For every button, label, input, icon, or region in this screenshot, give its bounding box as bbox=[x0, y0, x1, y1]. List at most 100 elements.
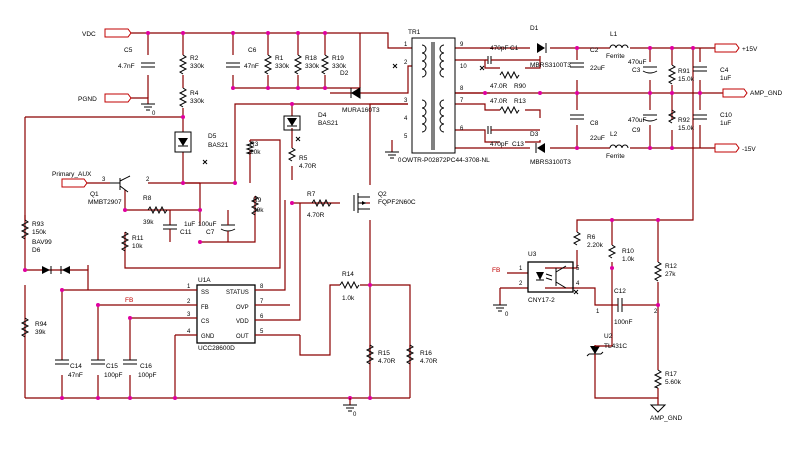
svg-text:4.7nF: 4.7nF bbox=[118, 63, 135, 70]
svg-text:6: 6 bbox=[260, 314, 264, 320]
svg-text:8: 8 bbox=[260, 284, 264, 290]
net-label-fb-left: FB bbox=[125, 297, 133, 304]
svg-text:330k: 330k bbox=[190, 98, 205, 105]
diode-d1: D1 MBRS3100T3 bbox=[530, 25, 571, 69]
net-flag-amp-gnd-top: AMP_GND bbox=[722, 88, 782, 98]
svg-text:3: 3 bbox=[404, 98, 408, 104]
svg-text:OVP: OVP bbox=[236, 305, 249, 311]
resistor-r17: R17 5.60k bbox=[653, 369, 682, 389]
svg-text:MBRS3100T3: MBRS3100T3 bbox=[530, 62, 571, 69]
svg-text:C12: C12 bbox=[614, 288, 626, 295]
svg-text:C8: C8 bbox=[590, 120, 599, 127]
svg-text:D3: D3 bbox=[530, 131, 539, 138]
svg-text:C10: C10 bbox=[720, 112, 732, 119]
net-label-fb-right: FB bbox=[492, 267, 500, 274]
svg-text:3: 3 bbox=[102, 177, 106, 183]
svg-text:1: 1 bbox=[519, 266, 523, 272]
svg-text:C16: C16 bbox=[140, 363, 152, 370]
svg-text:330k: 330k bbox=[275, 63, 290, 70]
svg-text:R91: R91 bbox=[678, 68, 690, 75]
svg-text:39k: 39k bbox=[35, 329, 46, 336]
svg-text:27k: 27k bbox=[665, 271, 676, 278]
net-flag-minus15v: -15V bbox=[714, 143, 756, 153]
svg-text:BAS21: BAS21 bbox=[318, 120, 339, 127]
svg-text:0: 0 bbox=[353, 412, 357, 418]
svg-text:10: 10 bbox=[460, 64, 467, 70]
resistor-r16: R16 4.70R bbox=[405, 344, 438, 365]
svg-text:Q1: Q1 bbox=[90, 191, 99, 198]
resistor-r91: R91 15.0k bbox=[667, 64, 695, 85]
diode-d6: D6 BAV99 bbox=[32, 239, 89, 274]
svg-text:Ferrite: Ferrite bbox=[606, 153, 625, 160]
svg-text:D2: D2 bbox=[340, 70, 349, 77]
svg-text:4.70R: 4.70R bbox=[307, 212, 325, 219]
net-flag-vdc: VDC bbox=[82, 28, 132, 38]
svg-text:R7: R7 bbox=[307, 191, 316, 198]
svg-text:1: 1 bbox=[596, 309, 600, 315]
svg-text:4: 4 bbox=[187, 329, 191, 335]
svg-text:C13: C13 bbox=[512, 141, 524, 148]
svg-text:470uF: 470uF bbox=[628, 59, 646, 66]
svg-text:2: 2 bbox=[187, 299, 191, 305]
svg-text:R19: R19 bbox=[332, 55, 344, 62]
svg-text:0: 0 bbox=[152, 111, 156, 117]
svg-text:C5: C5 bbox=[124, 47, 133, 54]
junctions bbox=[23, 31, 702, 400]
resistor-r3: R3 20k bbox=[245, 140, 261, 156]
capacitor-c2: C2 22uF bbox=[570, 47, 605, 72]
svg-text:GND: GND bbox=[201, 334, 215, 340]
svg-text:D6: D6 bbox=[32, 247, 41, 254]
capacitor-c6: C6 47nF bbox=[226, 47, 259, 70]
svg-text:1uF: 1uF bbox=[720, 75, 731, 82]
svg-text:5: 5 bbox=[576, 266, 580, 272]
svg-text:C6: C6 bbox=[248, 47, 257, 54]
svg-text:MURA160T3: MURA160T3 bbox=[342, 107, 380, 114]
capacitor-c13: C13 470pF bbox=[487, 126, 540, 148]
resistor-r94: R94 39k bbox=[20, 317, 47, 338]
diode-d5: D5 BAS21 bbox=[174, 131, 229, 153]
svg-text:1uF: 1uF bbox=[184, 221, 195, 228]
svg-text:20k: 20k bbox=[250, 149, 261, 156]
svg-text:Primary_AUX: Primary_AUX bbox=[52, 171, 92, 178]
zener-u2: U2 TL431C bbox=[586, 333, 627, 360]
svg-text:Q2: Q2 bbox=[378, 191, 387, 198]
capacitor-c15: C15 100pF bbox=[91, 359, 122, 379]
svg-text:2: 2 bbox=[146, 177, 150, 183]
svg-text:39k: 39k bbox=[143, 219, 154, 226]
svg-text:R4: R4 bbox=[190, 90, 199, 97]
svg-text:2.20k: 2.20k bbox=[587, 242, 604, 249]
ground-u3: 0 bbox=[493, 304, 509, 318]
svg-text:TL431C: TL431C bbox=[604, 343, 627, 350]
transformer-tr1: TR1 OWTR-P02872PC44-3708-NL 1 2 3 4 5 6 … bbox=[402, 29, 490, 164]
inductor-l1: L1 Ferrite bbox=[606, 31, 629, 60]
resistor-r2: R2 330k bbox=[178, 54, 205, 75]
svg-text:R16: R16 bbox=[420, 350, 432, 357]
svg-text:C3: C3 bbox=[632, 67, 641, 74]
svg-text:L1: L1 bbox=[610, 31, 618, 38]
svg-text:150k: 150k bbox=[32, 229, 47, 236]
svg-text:R93: R93 bbox=[32, 221, 44, 228]
svg-text:FQPF2N60C: FQPF2N60C bbox=[378, 199, 416, 206]
optocoupler-u3: U3 CNY17-2 1 2 5 4 1 2 bbox=[519, 251, 658, 315]
transistor-q1: Q1 MMBT2907 3 2 bbox=[88, 175, 150, 206]
svg-text:3: 3 bbox=[187, 312, 191, 318]
svg-text:PGND: PGND bbox=[78, 96, 97, 103]
svg-text:5.60k: 5.60k bbox=[665, 379, 682, 386]
svg-text:8: 8 bbox=[460, 86, 464, 92]
resistor-r12: R12 27k bbox=[653, 261, 677, 282]
svg-text:22uF: 22uF bbox=[590, 65, 605, 72]
svg-text:330k: 330k bbox=[332, 63, 347, 70]
svg-text:4: 4 bbox=[404, 116, 408, 122]
svg-text:0: 0 bbox=[398, 158, 402, 164]
svg-text:100pF: 100pF bbox=[138, 372, 156, 379]
svg-text:4.70R: 4.70R bbox=[299, 163, 317, 170]
svg-text:330k: 330k bbox=[305, 63, 320, 70]
svg-text:47.0R: 47.0R bbox=[490, 83, 508, 90]
svg-text:U2: U2 bbox=[604, 333, 613, 340]
diode-d4: D4 BAS21 bbox=[283, 112, 339, 131]
svg-text:R13: R13 bbox=[514, 98, 526, 105]
svg-text:AMP_GND: AMP_GND bbox=[650, 415, 682, 422]
svg-text:22uF: 22uF bbox=[590, 135, 605, 142]
capacitor-c3: C3 470uF bbox=[628, 59, 658, 74]
